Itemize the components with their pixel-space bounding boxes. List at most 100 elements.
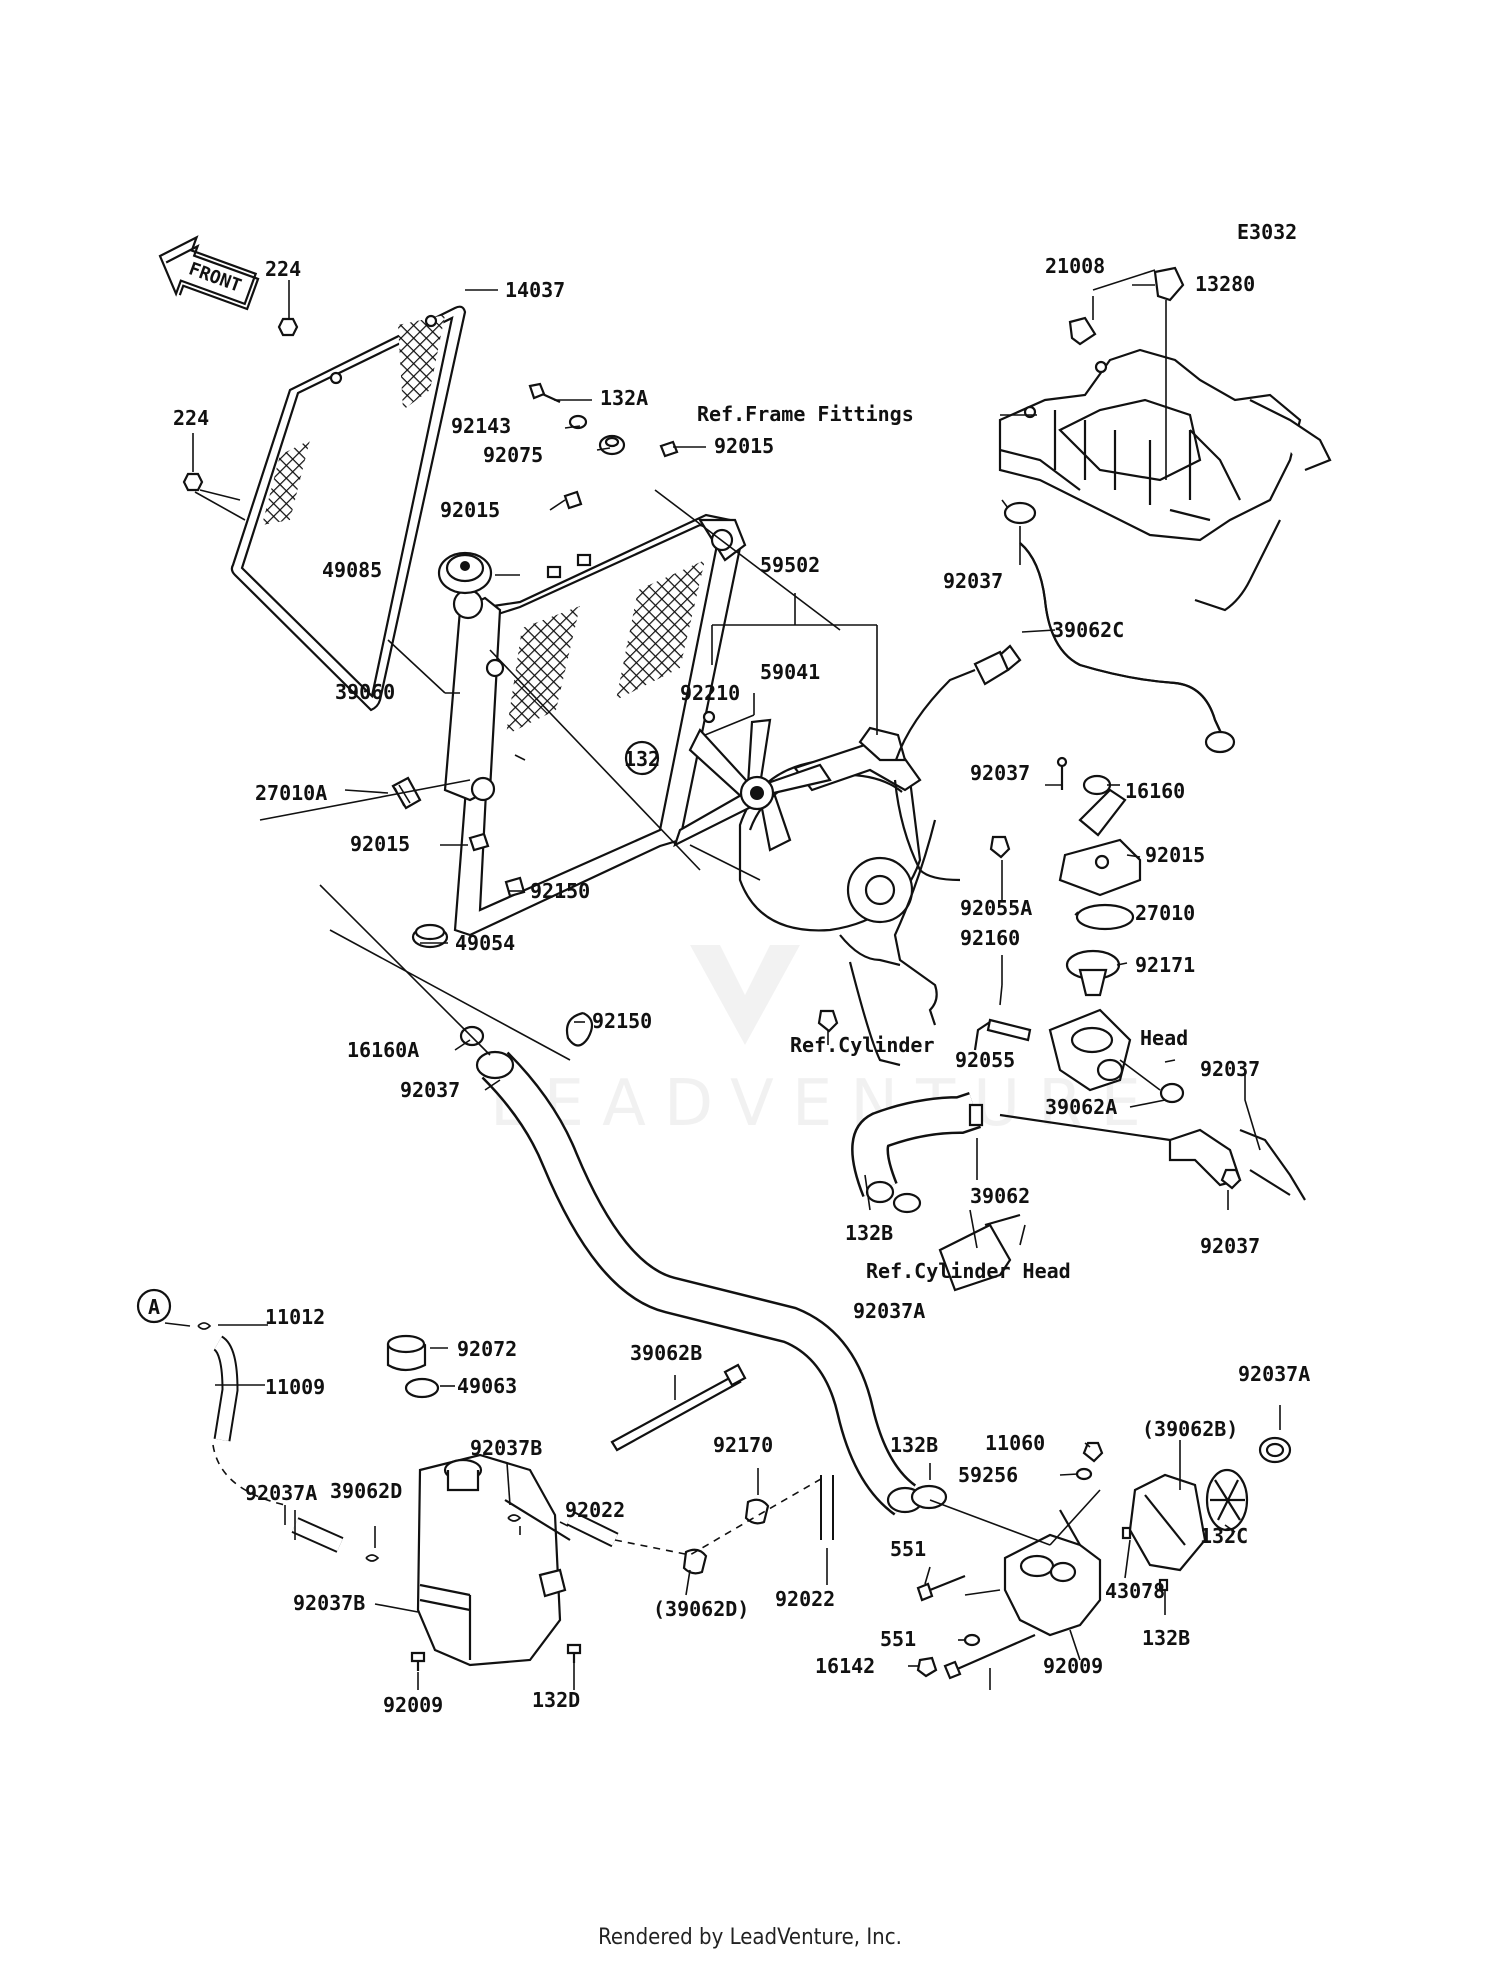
- connector-13280: [1153, 266, 1185, 302]
- callout-92037-left: 16160A: [347, 1038, 419, 1062]
- callout-92037A-left: 39062D: [330, 1479, 402, 1503]
- callout-16160: 92015: [1145, 843, 1205, 867]
- callout-11060: (39062B): [1142, 1417, 1238, 1441]
- reference-marker-a-upper: 132: [624, 740, 660, 776]
- hose-39062A: [475, 1050, 924, 1516]
- callout-16142: 92009: [1043, 1654, 1103, 1678]
- front-arrow-icon: FRONT: [158, 235, 260, 311]
- callout-92015-top: 92015: [714, 434, 774, 458]
- fan-assembly: [738, 644, 1022, 1067]
- clamp-92037A-a: [197, 1322, 212, 1330]
- callout-132B-mid: 11060: [985, 1431, 1045, 1455]
- screw-92150-b: [817, 1009, 839, 1033]
- callout-92171: 92150: [592, 1009, 652, 1033]
- clamp-92037A-c: [507, 1514, 522, 1522]
- dashed-hose-paths: [212, 1444, 827, 1556]
- callout-39062: 132B: [845, 1221, 893, 1245]
- callout-92037-mid: 39062: [970, 1184, 1030, 1208]
- callout-59502: 59502: [760, 553, 820, 577]
- footer-credit: Rendered by LeadVenture, Inc.: [598, 1925, 902, 1950]
- clamp-92037-mid: [968, 1103, 984, 1127]
- callout-92037-right: 16160: [1125, 779, 1185, 803]
- temp-sensor-27010: [973, 1018, 1032, 1051]
- clamp-92037A-b: [365, 1554, 380, 1562]
- reservoir-cap-11012: [386, 1334, 427, 1372]
- bolt-132B-b: [1082, 1441, 1104, 1463]
- thermostat-housing-16160A: [1048, 1008, 1132, 1092]
- clip-92015-d: [504, 876, 526, 898]
- washer-92022-b: [963, 1633, 981, 1647]
- clip-92015-c: [468, 832, 490, 852]
- radiator-cap: [437, 551, 493, 595]
- water-pump-16142: [1003, 1509, 1102, 1637]
- callout-14037: 14037: [505, 278, 565, 302]
- callout-43078: 92037B: [293, 1591, 365, 1615]
- callout-49063: 92037A: [1238, 1362, 1310, 1386]
- callout-92015-lower: 92150: [530, 879, 590, 903]
- radiator: [443, 513, 747, 937]
- callout-39062B-ref: 92037A: [245, 1481, 317, 1505]
- o-ring-92055A: [1075, 903, 1135, 931]
- bolt-132D: [943, 1633, 1036, 1680]
- frame-fittings: [998, 348, 1332, 612]
- callout-132: 92037: [970, 761, 1030, 785]
- callout-92210: 92210: [680, 681, 740, 705]
- callout-224-top: 224: [265, 257, 301, 281]
- callout-92009-right: 132D: [532, 1688, 580, 1712]
- callout-ref-cylinder-head-2: 92037A: [853, 1299, 925, 1323]
- callout-21008: 21008: [1045, 254, 1105, 278]
- grommet-92160: [411, 923, 449, 949]
- clamp-92037B-b: [682, 1548, 708, 1575]
- bolt-224-top: [277, 317, 299, 337]
- radiator-screen: [230, 305, 467, 712]
- callout-132B-bottom: 16142: [815, 1654, 875, 1678]
- reservoir-43078: [416, 1453, 571, 1667]
- callout-132B-right: 92037: [1200, 1234, 1260, 1258]
- diagram-code: E3032: [1237, 220, 1297, 244]
- reference-marker-a-lower: A: [136, 1288, 172, 1324]
- fan-blade: [673, 718, 832, 852]
- callout-92055A: 27010: [1135, 901, 1195, 925]
- hose-39062C: [1019, 542, 1236, 754]
- callout-92022-bottom: 551: [880, 1627, 916, 1651]
- callout-92170: 132B: [890, 1433, 938, 1457]
- callout-92160: 49054: [455, 931, 515, 955]
- hose-39062D: [566, 1475, 834, 1548]
- screw-92210: [702, 710, 716, 724]
- callout-92150-right: 92055A: [960, 896, 1032, 920]
- dowel-551-b: [1158, 1578, 1169, 1592]
- callout-92075: 92075: [483, 443, 543, 467]
- clip-92015-a: [659, 440, 679, 458]
- bolt-132B-c: [916, 1656, 938, 1678]
- callout-ref-cylinder-head-1b: 92037: [1200, 1057, 1260, 1081]
- watermark: LEADVENTURE: [490, 945, 1159, 1141]
- callout-92015-left: 92015: [440, 498, 500, 522]
- callout-92022-top: 59256: [958, 1463, 1018, 1487]
- callout-224-left: 224: [173, 406, 209, 430]
- washer-92022-a: [1075, 1467, 1093, 1481]
- callout-92072: 39062B: [630, 1341, 702, 1365]
- callout-92037B-bottom: (39062D): [653, 1597, 749, 1621]
- callout-ref-frame-fittings: Ref.Frame Fittings: [697, 402, 914, 426]
- grommet-92075: [598, 434, 626, 456]
- o-ring-92055: [1159, 1082, 1185, 1104]
- callout-92015-lower-left: 92015: [350, 832, 410, 856]
- callout-92150-lower: Ref.Cylinder: [790, 1033, 935, 1057]
- callout-49085: 49085: [322, 558, 382, 582]
- callout-11009: 49063: [457, 1374, 517, 1398]
- clip-92015-b: [563, 490, 583, 510]
- svg-text:LEADVENTURE: LEADVENTURE: [490, 1067, 1159, 1141]
- callout-92037A-mid: 92037B: [470, 1436, 542, 1460]
- bolt-132B-a: [1220, 1168, 1242, 1190]
- impeller-59256: [1205, 1468, 1249, 1532]
- callout-92037A-top: 11012: [265, 1305, 325, 1329]
- callout-92009-left: 92009: [383, 1693, 443, 1717]
- clamp-92037-right: [1082, 774, 1112, 796]
- fan-switch: [391, 776, 422, 810]
- callout-27010: 92160: [960, 926, 1020, 950]
- callout-39062A: 92037: [400, 1078, 460, 1102]
- thermostat-cover-16160: [1058, 788, 1142, 897]
- tie-band-92072: [610, 1363, 747, 1452]
- callout-92037-low: Ref.Cylinder Head: [866, 1259, 1071, 1283]
- callout-59041: 59041: [760, 660, 820, 684]
